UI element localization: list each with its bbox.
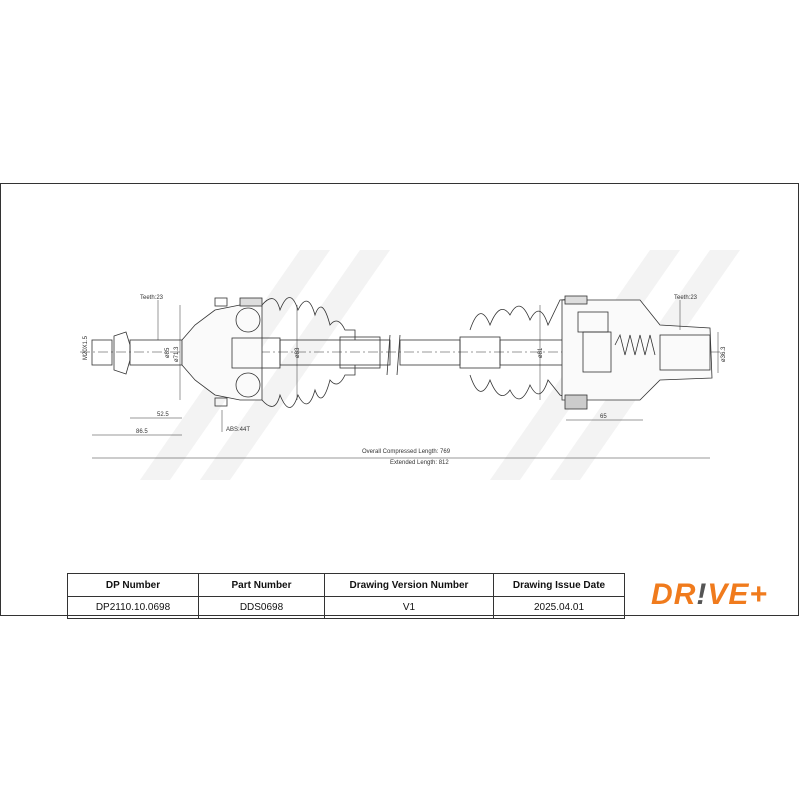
teeth-right-label: Teeth:23: [674, 295, 698, 301]
dp-number: DP2110.10.0698: [67, 596, 199, 619]
right-inner-joint: [561, 295, 713, 410]
compressed-length-label: Overall Compressed Length: 769: [362, 449, 451, 455]
left-outer-joint: [91, 297, 281, 407]
dim-86-label: 86.5: [136, 429, 148, 435]
dia-83-label: ø83: [295, 347, 301, 358]
right-boot: [469, 297, 586, 406]
dia-71-label: ø71.3: [174, 346, 180, 362]
dia-85-label: ø85: [165, 347, 171, 358]
version-number: V1: [324, 596, 494, 619]
drive-logo: DR!VE+: [620, 573, 799, 616]
extended-length-label: Extended Length: 812: [390, 460, 449, 466]
left-boot: [261, 297, 356, 408]
part-number: DDS0698: [198, 596, 325, 619]
issue-date: 2025.04.01: [493, 596, 625, 619]
abs-label: ABS:44T: [226, 427, 250, 433]
header-dp-number: DP Number: [67, 573, 199, 597]
dim-52-label: 52.5: [157, 412, 169, 418]
dimension-lines: [92, 300, 719, 459]
header-part-number: Part Number: [198, 573, 325, 597]
thread-label: M20X1.5: [83, 335, 89, 360]
header-issue-date: Drawing Issue Date: [493, 573, 625, 597]
logo-text: DR: [651, 577, 697, 611]
header-version: Drawing Version Number: [324, 573, 494, 597]
info-table: DP Number Part Number Drawing Version Nu…: [67, 573, 625, 619]
logo-bang: !: [696, 577, 708, 611]
dia-81-label: ø81: [538, 347, 544, 358]
dim-65-label: 65: [600, 414, 607, 420]
teeth-left-label: Teeth:23: [140, 295, 164, 301]
dia-36-label: ø36.3: [721, 346, 727, 362]
logo-text-end: VE+: [707, 577, 768, 611]
